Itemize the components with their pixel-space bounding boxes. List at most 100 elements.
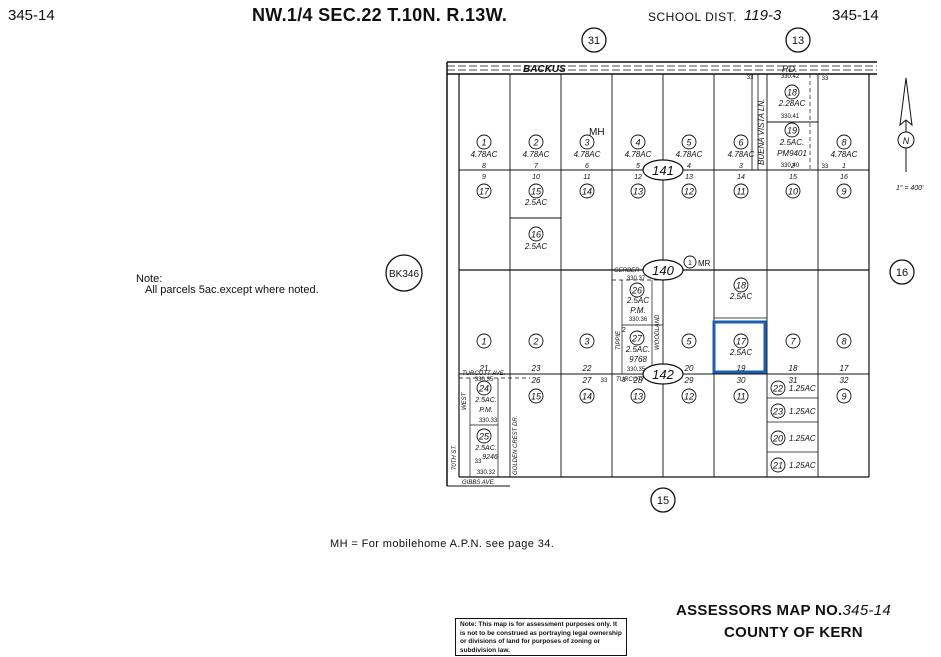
dim-33-e: 33	[475, 459, 482, 465]
parcel-19-upper-area: 2.5AC.	[779, 138, 804, 147]
road-tippie: TIPPIE	[616, 330, 622, 350]
parcel-row3-3-number: 3	[584, 337, 589, 347]
dim-330-41: 330.41	[781, 114, 800, 120]
parcel-row3-7-number: 7	[790, 337, 796, 347]
lot-upper-8: 8	[482, 163, 486, 170]
mobilehome-note: MH = For mobilehome A.P.N. see page 34.	[330, 538, 555, 550]
parcel-18-upper-number: 18	[787, 88, 797, 98]
dim-330-33: 330.33	[479, 418, 498, 424]
parcel-top-1-circle	[476, 134, 492, 150]
parcel-row4-12-number: 12	[684, 392, 694, 402]
parcel-17-lower-number: 17	[736, 337, 747, 347]
parcel-top-3-number: 3	[584, 138, 589, 148]
parcel-row3-5-circle	[681, 333, 697, 349]
parcel-16-area: 2.5AC	[524, 242, 547, 251]
lot-lower-15: 15	[789, 174, 797, 181]
parcel-mid-14-circle	[579, 183, 595, 199]
map-scale: 1" = 400'	[896, 185, 924, 192]
lot-upper-3: 3	[739, 163, 743, 170]
parcel-mid-17-number: 17	[479, 187, 490, 197]
parcel-row4-11-number: 11	[736, 392, 745, 402]
parcel-mid-13-circle	[630, 183, 646, 199]
parcel-mid-9-circle	[836, 183, 852, 199]
parcel-mid-15-number: 15	[531, 187, 542, 197]
parcel-25-area: 2.5AC.	[474, 445, 496, 452]
parcel-row3-2-number: 2	[532, 337, 538, 347]
county-name: COUNTY OF KERN	[724, 624, 863, 641]
parcel-top-5-circle	[681, 134, 697, 150]
parcel-row3-8-circle	[836, 333, 852, 349]
road-70th-st: 70TH ST.	[452, 445, 458, 470]
adjacent-map-bottom: 15	[657, 495, 669, 507]
parcel-26-number: 26	[631, 286, 642, 296]
adjacent-map-right: 16	[896, 267, 908, 279]
parcel-small-22-circle	[770, 380, 786, 396]
dim-330-36: 330.36	[629, 317, 648, 323]
parcel-row4-14-circle	[579, 388, 595, 404]
dim-330-40: 330.40	[781, 163, 800, 169]
dim-3: 3	[622, 377, 626, 384]
parcel-mid-12-number: 12	[684, 187, 694, 197]
parcel-26-area: 2.5AC	[626, 296, 649, 305]
lot-lower-11: 11	[583, 174, 590, 181]
parcel-small-23-number: 23	[772, 407, 783, 417]
parcel-top-1-area: 4.78AC	[471, 150, 498, 159]
parcel-18-lower-circle	[733, 277, 749, 293]
parcel-row4-13-circle	[630, 388, 646, 404]
road-gibbs-ave: GIBBS AVE.	[462, 480, 495, 486]
book-reference: BK346	[389, 269, 419, 280]
parcel-24-pm: P.M.	[479, 407, 493, 414]
parcel-26-circle	[629, 282, 645, 298]
road-gerber: GERBER	[614, 268, 640, 274]
parcel-row4-13-number: 13	[633, 392, 643, 402]
lot-row3-23: 23	[531, 364, 541, 373]
road-golden-crest: GOLDEN CREST DR.	[513, 416, 519, 475]
parcel-row3-5-number: 5	[686, 337, 692, 347]
dim-330-35: 330.35	[627, 367, 646, 373]
lot-row3-20: 20	[684, 364, 694, 373]
svg-text:1: 1	[688, 260, 692, 267]
north-symbol: N	[903, 136, 910, 146]
parcel-row4-15-circle	[528, 388, 544, 404]
parcel-row4-14-number: 14	[582, 392, 592, 402]
dim-330-37: 330.37	[627, 276, 646, 282]
parcel-row3-8-number: 8	[841, 337, 846, 347]
lot-upper-7: 7	[534, 163, 539, 170]
parcel-top-8-circle	[836, 134, 852, 150]
parcel-row4-12-circle	[681, 388, 697, 404]
parcel-19-upper-pm: PM9401	[777, 149, 807, 158]
parcel-row4-15-number: 15	[531, 392, 542, 402]
parcel-mid-9-number: 9	[841, 187, 846, 197]
parcel-26-pm: P.M.	[630, 306, 645, 315]
adjacent-map-top-left: 31	[588, 35, 600, 47]
disclaimer-text: Note: This map is for assessment purpose…	[460, 621, 622, 654]
note-body: All parcels 5ac.except where noted.	[145, 284, 319, 296]
parcel-top-5-number: 5	[686, 138, 692, 148]
road-woodland: WOODLAND	[655, 314, 661, 350]
lot-lower-13: 13	[685, 174, 693, 181]
parcel-mid-10-circle	[785, 183, 801, 199]
parcel-top-6-circle	[733, 134, 749, 150]
parcel-top-4-circle	[630, 134, 646, 150]
parcel-row3-3-circle	[579, 333, 595, 349]
parcel-row4-11-circle	[733, 388, 749, 404]
parcel-top-5-area: 4.78AC	[676, 150, 703, 159]
lot-row3-21: 21	[479, 364, 489, 373]
parcel-mid-11-number: 11	[736, 187, 745, 197]
lot-row4-32: 32	[840, 376, 849, 385]
lot-row4-29: 29	[684, 376, 694, 385]
dim-330-42: 330.42	[781, 74, 800, 80]
lot-upper-5: 5	[636, 163, 640, 170]
parcel-top-3-area: 4.78AC	[574, 150, 601, 159]
parcel-row3-2-circle	[528, 333, 544, 349]
parcel-small-23-circle	[770, 403, 786, 419]
parcel-15-area: 2.5AC	[524, 198, 547, 207]
school-district-value: 119-3	[744, 7, 782, 24]
parcel-18-lower-area: 2.5AC	[729, 292, 752, 301]
dim-33-d: 33	[601, 378, 608, 384]
parcel-19-upper-circle	[784, 122, 800, 138]
school-district-label: SCHOOL DIST.	[648, 10, 737, 24]
parcel-row4-9-circle	[836, 388, 852, 404]
parcel-small-20-number: 20	[772, 434, 783, 444]
